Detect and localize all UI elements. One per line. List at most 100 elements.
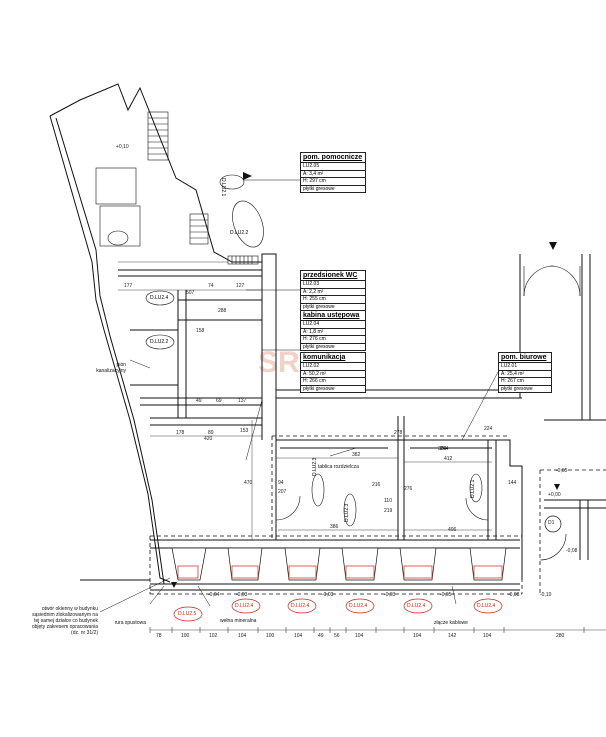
d1-marker bbox=[544, 515, 562, 533]
dim-label: 384 bbox=[438, 446, 447, 452]
level-mark: -0,03 bbox=[384, 592, 396, 598]
room-row: H: 267 cm bbox=[499, 377, 551, 385]
dim-label: 207 bbox=[278, 489, 287, 495]
dim-label: 470 bbox=[244, 480, 253, 486]
north-triangles bbox=[171, 172, 560, 588]
dim-label: 219 bbox=[384, 508, 393, 514]
dim-label: 276 bbox=[404, 486, 413, 492]
level-mark: -0,04 bbox=[208, 592, 220, 598]
room-row: LU2.01 bbox=[499, 362, 551, 370]
level-mark: -0,08 bbox=[566, 548, 578, 554]
level-mark: -0,03 bbox=[236, 592, 248, 598]
window-tag: D.LU2.4 bbox=[235, 603, 254, 609]
room-row: A: 1,8 m² bbox=[301, 327, 365, 336]
room-row: LU2.04 bbox=[301, 320, 365, 328]
room-row: płytki gresowe bbox=[499, 384, 551, 393]
bottom-dim: 104 bbox=[413, 633, 422, 639]
dim-label: 420 bbox=[204, 436, 213, 442]
label-zlacze-kablowe: złącze kablowe bbox=[434, 620, 468, 626]
room-title: pom. biurowe bbox=[501, 354, 547, 361]
stairs bbox=[95, 111, 259, 265]
room-box-komunikacja: komunikacja LU2.02 A: 50,2 m² H: 266 cm … bbox=[300, 352, 366, 393]
dim-label: 137 bbox=[238, 398, 247, 404]
dim-label: 406 bbox=[448, 527, 457, 533]
dim-label: 49 bbox=[196, 398, 202, 404]
room-title: pom. pomocnicze bbox=[303, 154, 363, 161]
label-rura-spustowa: rura spustowa bbox=[114, 620, 146, 626]
window-tag: D.LU2.4 bbox=[477, 603, 496, 609]
door-tag: D.LU2.2 bbox=[230, 230, 249, 236]
d1-marker-label: D1 bbox=[548, 520, 555, 526]
room-title: kabina ustępowa bbox=[303, 312, 360, 319]
door-tag: D.LU2.1 bbox=[220, 178, 226, 197]
label-pion-kanalizacyjny: pion kanalizacyjny bbox=[96, 362, 126, 374]
room-row: LU2.02 bbox=[301, 362, 365, 370]
bottom-dim: 104 bbox=[355, 633, 364, 639]
level-mark: -0,08 bbox=[508, 592, 520, 598]
level-mark: +0,00 bbox=[548, 492, 561, 498]
dim-label: 89 bbox=[208, 430, 214, 436]
bottom-dim: 102 bbox=[209, 633, 218, 639]
level-mark: -0,03 bbox=[322, 592, 334, 598]
dimension-lines bbox=[118, 261, 606, 631]
door-tag-ellipses bbox=[107, 174, 483, 527]
room-row: A: 2,2 m² bbox=[301, 287, 365, 296]
dim-label: 288 bbox=[218, 308, 227, 314]
room-box-pomocnicze: pom. pomocnicze LU2.05 A: 3,4 m² H: 297 … bbox=[300, 152, 366, 193]
window-tag: D.LU2.4 bbox=[407, 603, 426, 609]
room-box-biurowe: pom. biurowe LU2.01 A: 25,4 m² H: 267 cm… bbox=[498, 352, 552, 393]
room-title: przedsionek WC bbox=[303, 272, 358, 279]
bottom-dim: 56 bbox=[334, 633, 340, 639]
level-mark: -0,10 bbox=[540, 592, 552, 598]
door-tag: D.LU2.2 bbox=[150, 339, 169, 345]
door-tag: D.LU2.4 bbox=[150, 295, 169, 301]
dashed-lines bbox=[149, 435, 606, 595]
room-box-przedsionek: przedsionek WC LU2.03 A: 2,2 m² H: 255 c… bbox=[300, 270, 366, 311]
room-row: A: 25,4 m² bbox=[499, 369, 551, 378]
leader-lines bbox=[99, 179, 499, 613]
door-tag: D.LU2.3 bbox=[344, 503, 350, 522]
bottom-dim: 100 bbox=[181, 633, 190, 639]
dim-label: 264 bbox=[440, 446, 449, 452]
dim-label: 127 bbox=[236, 283, 245, 289]
dim-label: 412 bbox=[444, 456, 453, 462]
room-box-kabina: kabina ustępowa LU2.04 A: 1,8 m² H: 276 … bbox=[300, 310, 366, 351]
bottom-dim: 104 bbox=[294, 633, 303, 639]
dim-label: 382 bbox=[352, 452, 361, 458]
room-row: H: 266 cm bbox=[301, 377, 365, 385]
bottom-dim: 78 bbox=[156, 633, 162, 639]
room-row: H: 255 cm bbox=[301, 295, 365, 303]
dim-label: 178 bbox=[176, 430, 185, 436]
dim-label: 158 bbox=[196, 328, 205, 334]
room-row: LU2.03 bbox=[301, 280, 365, 288]
window-tag: D.LU2.4 bbox=[349, 603, 368, 609]
dim-label: 278 bbox=[394, 430, 403, 436]
level-mark: +0,10 bbox=[116, 144, 129, 150]
window-tag: D.LU2.4 bbox=[291, 603, 310, 609]
dim-label: 507 bbox=[186, 290, 195, 296]
dim-label: 177 bbox=[124, 283, 133, 289]
tick-marks bbox=[149, 627, 585, 633]
room-row: H: 276 cm bbox=[301, 335, 365, 343]
room-row: LU2.05 bbox=[301, 162, 365, 170]
level-mark: -0,05 bbox=[556, 468, 568, 474]
room-row: płytki gresowe bbox=[301, 342, 365, 351]
watermark: SR bbox=[258, 346, 300, 379]
window-tag-ellipses bbox=[173, 598, 503, 622]
building-outline bbox=[49, 83, 606, 591]
radiators bbox=[177, 565, 503, 579]
door-tag: D.LU2.1 bbox=[470, 479, 476, 498]
door-tag: D.LU2.3 bbox=[312, 457, 318, 476]
dim-label: 153 bbox=[240, 428, 249, 434]
dim-label: 224 bbox=[484, 426, 493, 432]
room-row: A: 3,4 m² bbox=[301, 169, 365, 178]
dim-label: 69 bbox=[216, 398, 222, 404]
door-swings bbox=[275, 265, 581, 561]
bottom-dim: 49 bbox=[318, 633, 324, 639]
room-row: płytki gresowe bbox=[301, 184, 365, 193]
dim-label: 94 bbox=[278, 480, 284, 486]
bottom-dim: 100 bbox=[266, 633, 275, 639]
room-row: A: 50,2 m² bbox=[301, 369, 365, 378]
label-welna-mineralna: wełna mineralna bbox=[220, 618, 257, 624]
